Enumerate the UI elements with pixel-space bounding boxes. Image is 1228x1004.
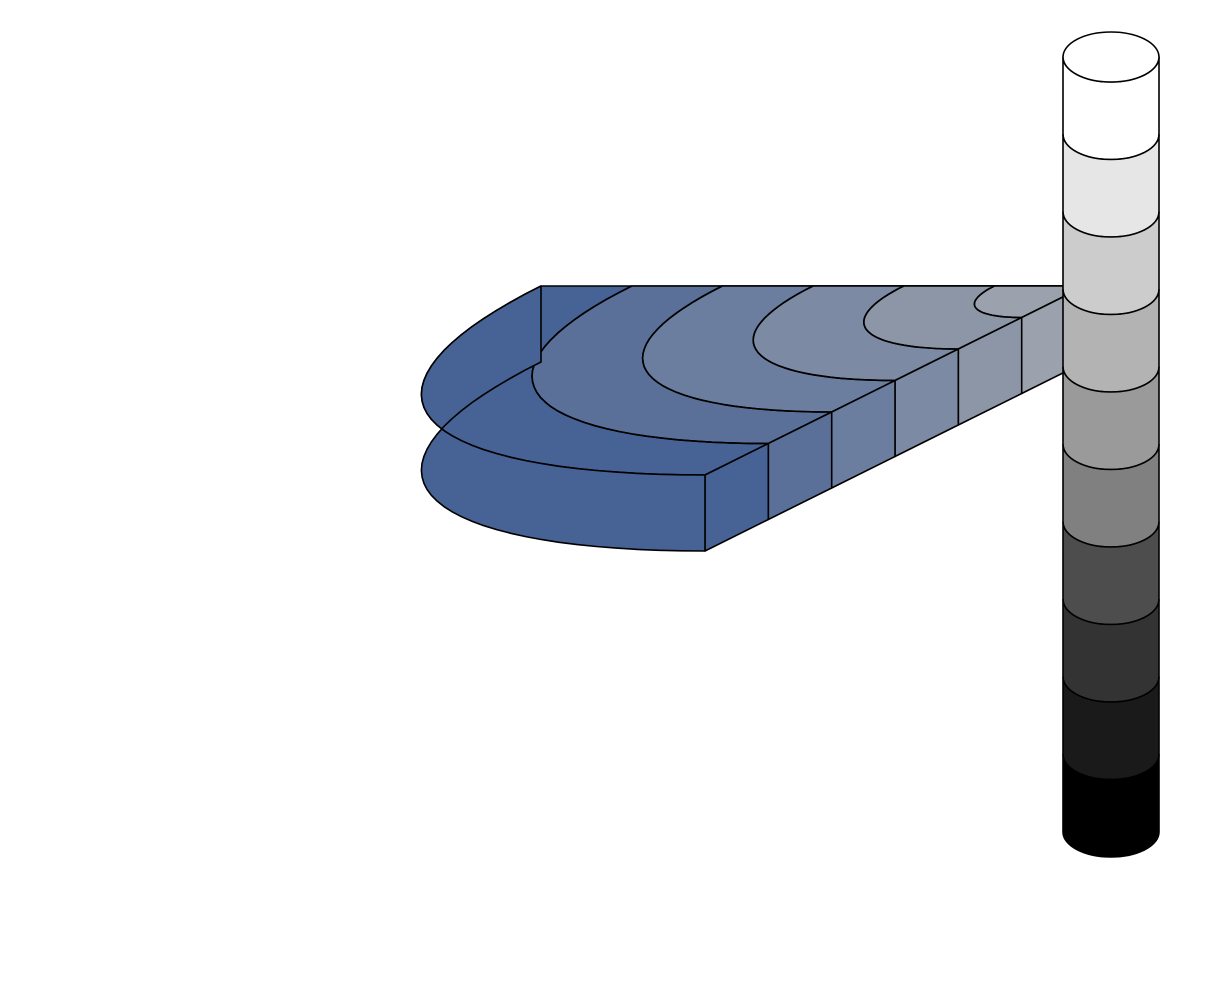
wedge-ring-divider-3 xyxy=(752,285,896,382)
cylinder-top-cap xyxy=(1062,31,1160,83)
wedge-ring-divider-4 xyxy=(641,285,832,413)
wedge-ring-divider-5 xyxy=(531,285,769,445)
wedge-ring-divider-2 xyxy=(863,285,959,350)
cylinder-segment-10 xyxy=(1062,753,1160,858)
wedge-curved-side-face xyxy=(420,285,706,552)
stacked-cylinder xyxy=(1062,31,1160,858)
quarter-disk-wedge xyxy=(420,285,1086,552)
wedge-ring-divider-1 xyxy=(973,285,1022,319)
